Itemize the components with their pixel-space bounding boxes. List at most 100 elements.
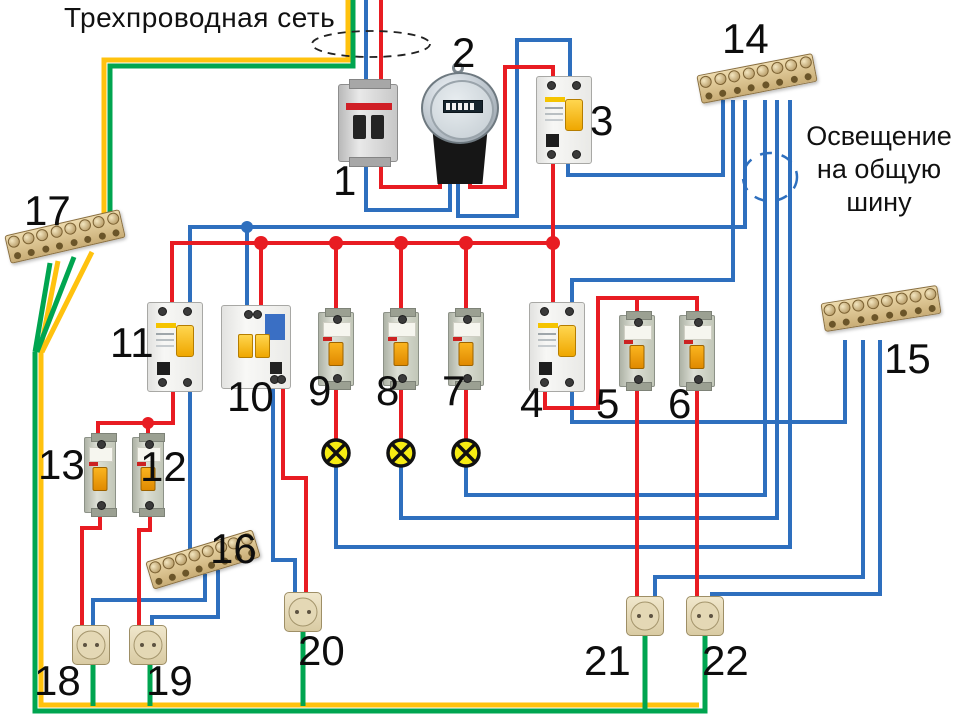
lighting-annotation: Освещение на общую шину xyxy=(800,120,958,219)
label-4: 4 xyxy=(520,379,544,426)
phase-bus xyxy=(170,241,553,310)
pe-yellow-wires xyxy=(37,0,699,708)
phase-wire xyxy=(281,386,308,596)
breaker-9 xyxy=(318,308,354,390)
breaker-8 xyxy=(383,308,419,390)
label-22: 22 xyxy=(702,637,749,684)
pe-green-wire xyxy=(32,262,53,353)
socket-21 xyxy=(626,596,664,636)
neutral-wire-lamp3 xyxy=(464,100,767,497)
pe-yellow-wire xyxy=(39,250,95,354)
rcd-3 xyxy=(536,76,592,164)
rcd-label-strip xyxy=(156,323,176,328)
socket-20 xyxy=(284,592,322,632)
junction-dots xyxy=(142,221,560,429)
rcd-markings xyxy=(538,333,556,335)
rcd-lever xyxy=(558,325,576,357)
neutral-wire-lamp2 xyxy=(399,100,779,520)
breaker-toggle xyxy=(371,115,384,139)
rcd-test-window xyxy=(546,134,559,147)
electric-meter xyxy=(421,72,499,144)
label-1: 1 xyxy=(333,157,357,204)
label-3: 3 xyxy=(590,97,614,144)
neutral-bus xyxy=(188,100,747,308)
neutral-wire xyxy=(271,386,297,596)
din-clip xyxy=(349,79,391,89)
annotation-line: Освещение xyxy=(806,121,952,151)
neutral-wire xyxy=(456,38,572,218)
diagram-title: Трехпроводная сеть xyxy=(64,2,336,33)
label-10: 10 xyxy=(227,373,274,420)
neutral-wire xyxy=(150,570,220,626)
neutral-wire xyxy=(570,100,735,308)
lamp-icon xyxy=(451,438,481,468)
breaker-6 xyxy=(679,311,715,391)
rcd-label-strip xyxy=(545,97,565,102)
lamp-icon xyxy=(321,438,351,468)
rcd-markings xyxy=(545,107,563,109)
label-13: 13 xyxy=(38,441,85,488)
breaker-toggle xyxy=(353,115,366,139)
phase-wire xyxy=(137,508,152,626)
pe-green-wire xyxy=(107,0,356,234)
rcd-test-window xyxy=(539,362,552,375)
label-15: 15 xyxy=(884,335,931,382)
label-9: 9 xyxy=(308,367,332,414)
rcd-markings xyxy=(156,333,174,335)
blue-label-band xyxy=(265,314,285,340)
breaker-toggle xyxy=(140,467,156,491)
label-21: 21 xyxy=(584,637,631,684)
input-cable-ellipse xyxy=(311,30,431,58)
lighting-bus-ellipse xyxy=(741,151,799,203)
breaker-toggle xyxy=(629,345,645,369)
phase-wire xyxy=(543,296,699,410)
neutral-wire xyxy=(653,340,865,600)
annotation-line: на общую xyxy=(816,154,942,184)
breaker-toggle xyxy=(238,334,253,358)
lamp-icon xyxy=(386,438,416,468)
breaker-7 xyxy=(448,308,484,390)
breaker-5 xyxy=(619,311,655,391)
label-6: 6 xyxy=(668,380,692,427)
label-11: 11 xyxy=(110,319,154,366)
meter-register xyxy=(443,100,483,113)
neutral-wire xyxy=(91,574,207,626)
rcd-label-strip xyxy=(538,323,558,328)
breaker-12 xyxy=(132,433,165,517)
rcd-11 xyxy=(147,302,203,392)
pe-yellow-wire xyxy=(101,0,351,230)
socket-19 xyxy=(129,625,167,665)
label-8: 8 xyxy=(376,367,400,414)
neutral-wire xyxy=(566,100,725,177)
label-12: 12 xyxy=(140,443,187,490)
test-window xyxy=(270,362,282,374)
diff-breaker-10 xyxy=(221,305,291,389)
neutral-wire-lamp1 xyxy=(334,100,792,549)
rcd-lever xyxy=(176,325,194,357)
label-14: 14 xyxy=(722,15,769,62)
breaker-toggle xyxy=(689,345,705,369)
breaker-toggle xyxy=(328,342,344,366)
pe-green-wire xyxy=(34,256,77,353)
breaker-13 xyxy=(84,433,117,517)
main-breaker-1 xyxy=(338,79,398,167)
phase-wire xyxy=(96,388,175,440)
breaker-toggle xyxy=(458,342,474,366)
breaker-toggle xyxy=(255,334,270,358)
socket-18 xyxy=(72,625,110,665)
label-19: 19 xyxy=(146,657,193,704)
label-7: 7 xyxy=(442,367,466,414)
label-20: 20 xyxy=(298,627,345,674)
phase-wire xyxy=(80,508,102,626)
pe-green-wire xyxy=(32,352,708,714)
label-18: 18 xyxy=(34,657,81,704)
annotation-line: шину xyxy=(846,187,912,217)
neutral-wire xyxy=(710,340,882,600)
label-5: 5 xyxy=(596,380,620,427)
pe-green-wires xyxy=(32,0,708,714)
label-16: 16 xyxy=(210,525,257,572)
lamp-icons xyxy=(321,438,481,468)
breaker-red-band xyxy=(346,103,392,110)
rcd-lever xyxy=(565,99,583,131)
socket-22 xyxy=(686,596,724,636)
